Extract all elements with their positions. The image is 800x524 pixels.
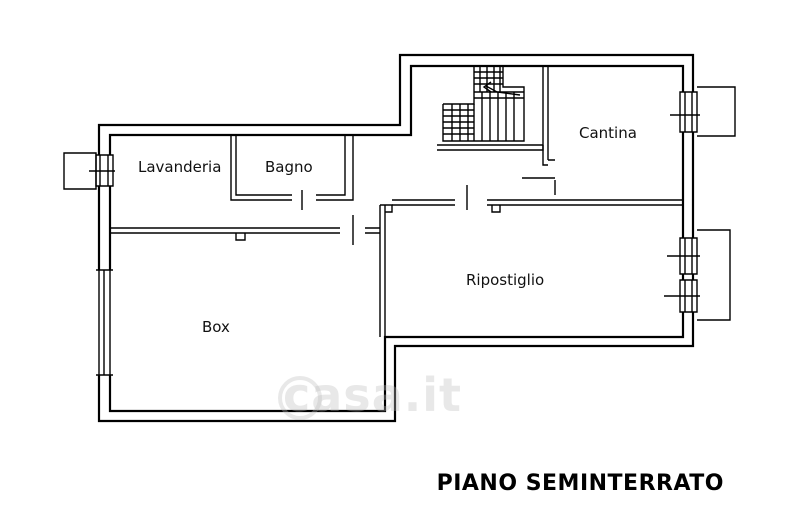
watermark-text: casa.it <box>283 368 462 422</box>
room-label-cantina: Cantina <box>579 124 637 142</box>
window-ripostiglio-2 <box>664 229 731 321</box>
interior-walls <box>110 66 683 337</box>
room-label-box: Box <box>202 318 230 336</box>
outer-walls <box>97 53 695 423</box>
floor-caption: PIANO SEMINTERRATO <box>436 471 724 496</box>
window-cantina <box>670 86 736 137</box>
window-ripostiglio-1 <box>667 237 700 275</box>
staircase <box>442 66 525 142</box>
room-label-ripostiglio: Ripostiglio <box>466 271 544 289</box>
room-label-bagno: Bagno <box>265 158 313 176</box>
watermark-logo <box>278 376 322 420</box>
garage-opening <box>96 269 113 376</box>
room-label-lavanderia: Lavanderia <box>138 158 221 176</box>
window-lavanderia <box>63 152 115 190</box>
